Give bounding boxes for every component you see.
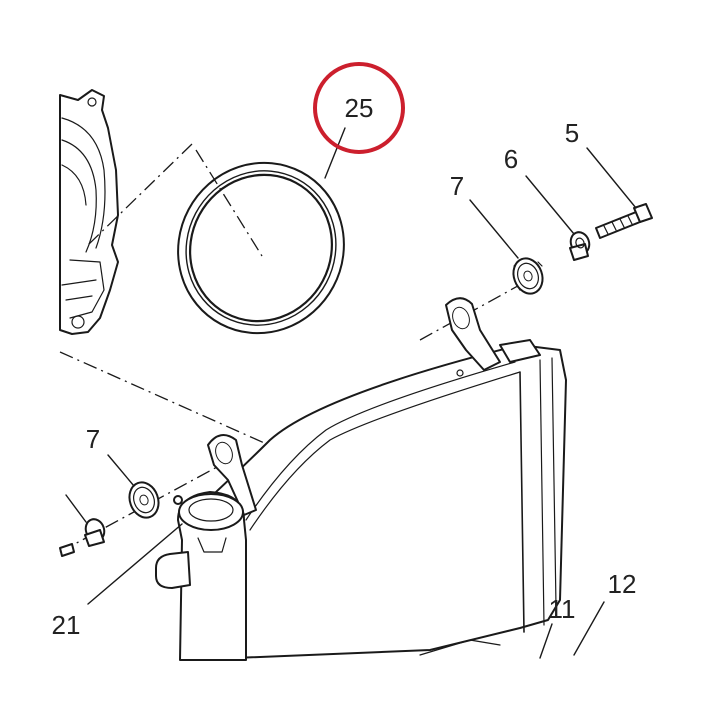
upper-bolt-part-5	[595, 203, 653, 239]
upper-washer-part-7	[512, 257, 544, 295]
lower-spacer	[84, 518, 106, 547]
callout-5: 5	[565, 118, 579, 148]
filler-neck-part-21	[155, 491, 247, 661]
fan-shroud-assembly	[59, 89, 119, 335]
leader-lines	[65, 127, 637, 659]
upper-spacer-part-6	[569, 231, 591, 261]
highlight-circle	[313, 62, 405, 154]
radiator-body	[185, 297, 567, 661]
lower-bolt-tip	[59, 543, 75, 557]
callout-6: 6	[504, 144, 518, 174]
callout-21: 21	[52, 610, 81, 640]
callout-7-lower: 7	[86, 424, 100, 454]
ring-seal-part-25	[177, 161, 345, 335]
lower-washer-part-7	[128, 481, 160, 519]
callout-25: 25	[345, 93, 374, 123]
callout-7-upper: 7	[450, 171, 464, 201]
callout-11: 11	[549, 594, 576, 624]
callout-12: 12	[608, 569, 637, 599]
